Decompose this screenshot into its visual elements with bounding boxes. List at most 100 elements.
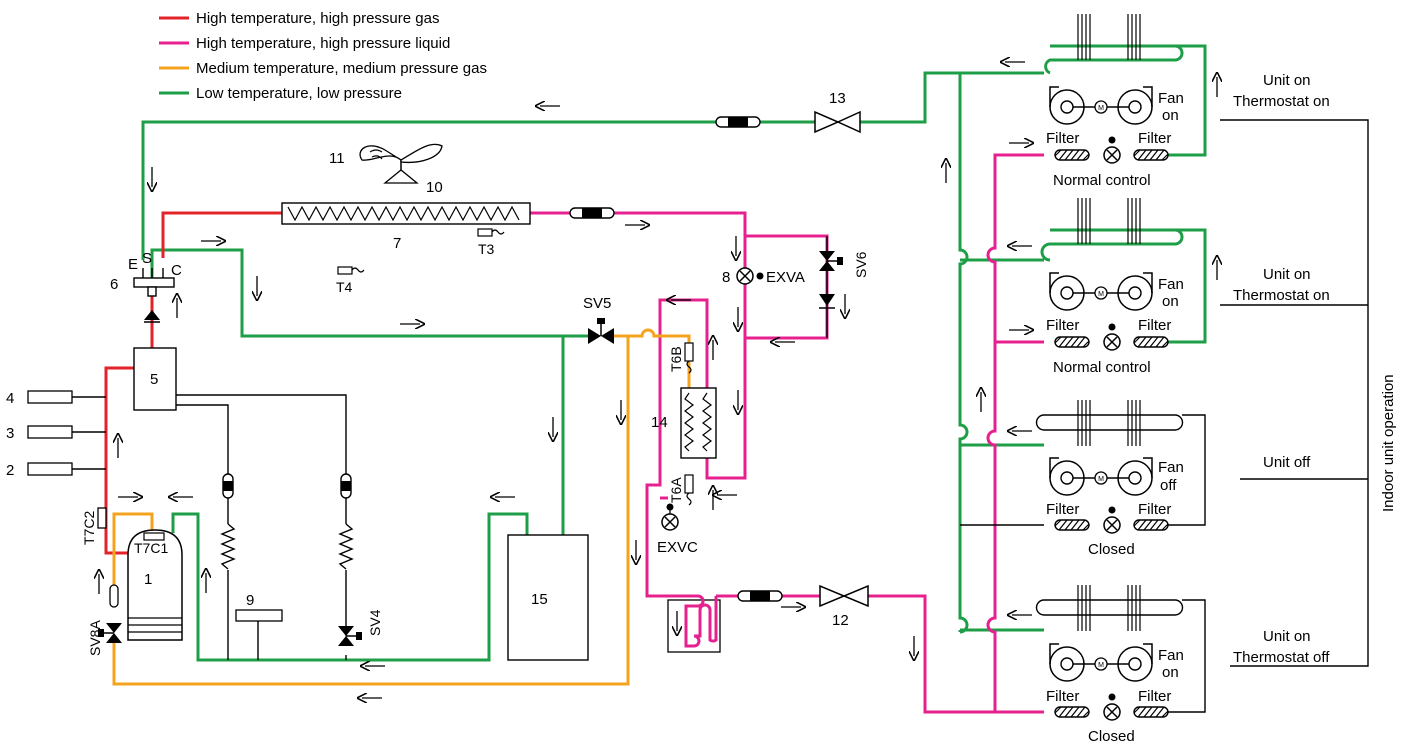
unit-4-filter-left: Filter xyxy=(1046,688,1079,705)
legend-label-high-liquid: High temperature, high pressure liquid xyxy=(196,35,450,52)
indoor-unit-4 xyxy=(1049,584,1169,721)
indoor-unit-1 xyxy=(1049,13,1169,164)
component-label-10: 10 xyxy=(426,179,443,196)
oil-line-filter-2 xyxy=(340,473,352,499)
indoor-operation-label: Indoor unit operation xyxy=(1380,374,1397,512)
outdoor-fan xyxy=(359,143,443,184)
exvc-actuator xyxy=(666,503,674,511)
check-valve-discharge xyxy=(144,310,160,323)
exva-valve xyxy=(736,267,754,285)
flow-arrows xyxy=(99,62,1217,698)
legend-label-low: Low temperature, low pressure xyxy=(196,85,402,102)
t6b-sensor xyxy=(684,342,694,362)
component-label-15: 15 xyxy=(531,591,548,608)
component-9 xyxy=(235,609,283,622)
component-4 xyxy=(27,390,73,404)
unit-4-fan-label: Fan xyxy=(1158,647,1184,664)
stop-valve-13 xyxy=(814,110,861,134)
unit-4-fan-state: on xyxy=(1162,664,1179,681)
accumulator xyxy=(507,534,589,661)
unit-1-fan-label: Fan xyxy=(1158,90,1184,107)
valve-label-sv5: SV5 xyxy=(583,295,611,312)
sensor-label-t6a: T6A xyxy=(668,477,684,503)
unit-1-control: Normal control xyxy=(1053,172,1151,189)
unit-4-control: Closed xyxy=(1088,728,1135,745)
unit-2-filter-right: Filter xyxy=(1138,317,1171,334)
unit-1-filter-right: Filter xyxy=(1138,130,1171,147)
port-label-e: E xyxy=(128,256,138,273)
component-label-11: 11 xyxy=(329,150,345,167)
sv8a-valve xyxy=(98,623,122,643)
sv4-valve xyxy=(338,626,362,646)
component-label-9: 9 xyxy=(246,592,254,609)
component-label-7: 7 xyxy=(393,235,401,252)
unit-1-status-line1: Unit on xyxy=(1263,72,1311,89)
four-way-valve xyxy=(133,268,175,297)
sensor-label-t4: T4 xyxy=(336,279,353,295)
component-label-12: 12 xyxy=(832,612,849,629)
valve-label-sv8a: SV8A xyxy=(87,620,103,656)
compressor xyxy=(127,529,183,641)
sensor-label-t3: T3 xyxy=(478,241,495,257)
sensor-label-t7c1: T7C1 xyxy=(134,540,168,556)
oil-line-filter-1 xyxy=(222,473,234,499)
unit-2-fan-state: on xyxy=(1162,293,1179,310)
unit-1-fan-state: on xyxy=(1162,107,1179,124)
component-label-5: 5 xyxy=(150,371,158,388)
indoor-unit-3 xyxy=(1049,399,1169,534)
valve-label-exvc: EXVC xyxy=(657,539,698,556)
component-label-2: 2 xyxy=(6,462,14,479)
medium-gas-pipes xyxy=(112,328,691,686)
component-label-13: 13 xyxy=(829,90,846,107)
unit-3-fan-label: Fan xyxy=(1158,459,1184,476)
legend-label-medium-gas: Medium temperature, medium pressure gas xyxy=(196,60,487,77)
component-label-8: 8 xyxy=(722,269,730,286)
unit-2-status-line1: Unit on xyxy=(1263,266,1311,283)
strainer-liquid-out xyxy=(737,590,783,602)
component-2 xyxy=(27,462,73,476)
unit-3-status-line1: Unit off xyxy=(1263,454,1311,471)
strainer-gas xyxy=(715,116,761,128)
unit-4-status-line1: Unit on xyxy=(1263,628,1311,645)
unit-3-control: Closed xyxy=(1088,541,1135,558)
capillary-coil-1 xyxy=(221,523,235,570)
indoor-unit-2 xyxy=(1049,197,1169,351)
t4-sensor xyxy=(337,266,365,275)
valve-label-sv6: SV6 xyxy=(853,251,869,278)
oil-lines xyxy=(176,119,1369,713)
component-label-6: 6 xyxy=(110,276,118,293)
port-label-c: C xyxy=(171,262,182,279)
t6a-sensor xyxy=(684,474,694,494)
component-label-3: 3 xyxy=(6,425,14,442)
subcooling-coil xyxy=(667,594,721,653)
component-label-1: 1 xyxy=(144,571,152,588)
port-label-s: S xyxy=(142,250,152,267)
sv6-valve xyxy=(819,251,843,271)
unit-1-filter-left: Filter xyxy=(1046,130,1079,147)
component-3 xyxy=(27,425,73,439)
capillary-coil-2 xyxy=(339,523,353,570)
orange-line-capillary xyxy=(109,584,119,608)
sensor-label-t6b: T6B xyxy=(668,346,684,372)
plate-heat-exchanger xyxy=(680,387,717,459)
check-valve-sv6-branch xyxy=(819,294,835,309)
unit-1-status-line2: Thermostat on xyxy=(1233,93,1330,110)
outdoor-heat-exchanger xyxy=(281,202,531,225)
unit-3-filter-left: Filter xyxy=(1046,501,1079,518)
legend-label-high-gas: High temperature, high pressure gas xyxy=(196,10,439,27)
oil-separator xyxy=(133,347,177,411)
sensor-label-t7c2: T7C2 xyxy=(81,511,97,545)
valve-label-exva: EXVA xyxy=(766,269,805,286)
legend: High temperature, high pressure gas High… xyxy=(159,10,487,102)
unit-3-filter-right: Filter xyxy=(1138,501,1171,518)
exva-actuator xyxy=(756,272,764,280)
high-gas-pipes xyxy=(72,211,282,555)
component-label-14: 14 xyxy=(651,414,668,431)
unit-2-filter-left: Filter xyxy=(1046,317,1079,334)
unit-2-status-line2: Thermostat on xyxy=(1233,287,1330,304)
component-label-4: 4 xyxy=(6,390,14,407)
valve-label-sv4: SV4 xyxy=(367,609,383,636)
unit-3-fan-state: off xyxy=(1160,477,1177,494)
unit-2-control: Normal control xyxy=(1053,359,1151,376)
